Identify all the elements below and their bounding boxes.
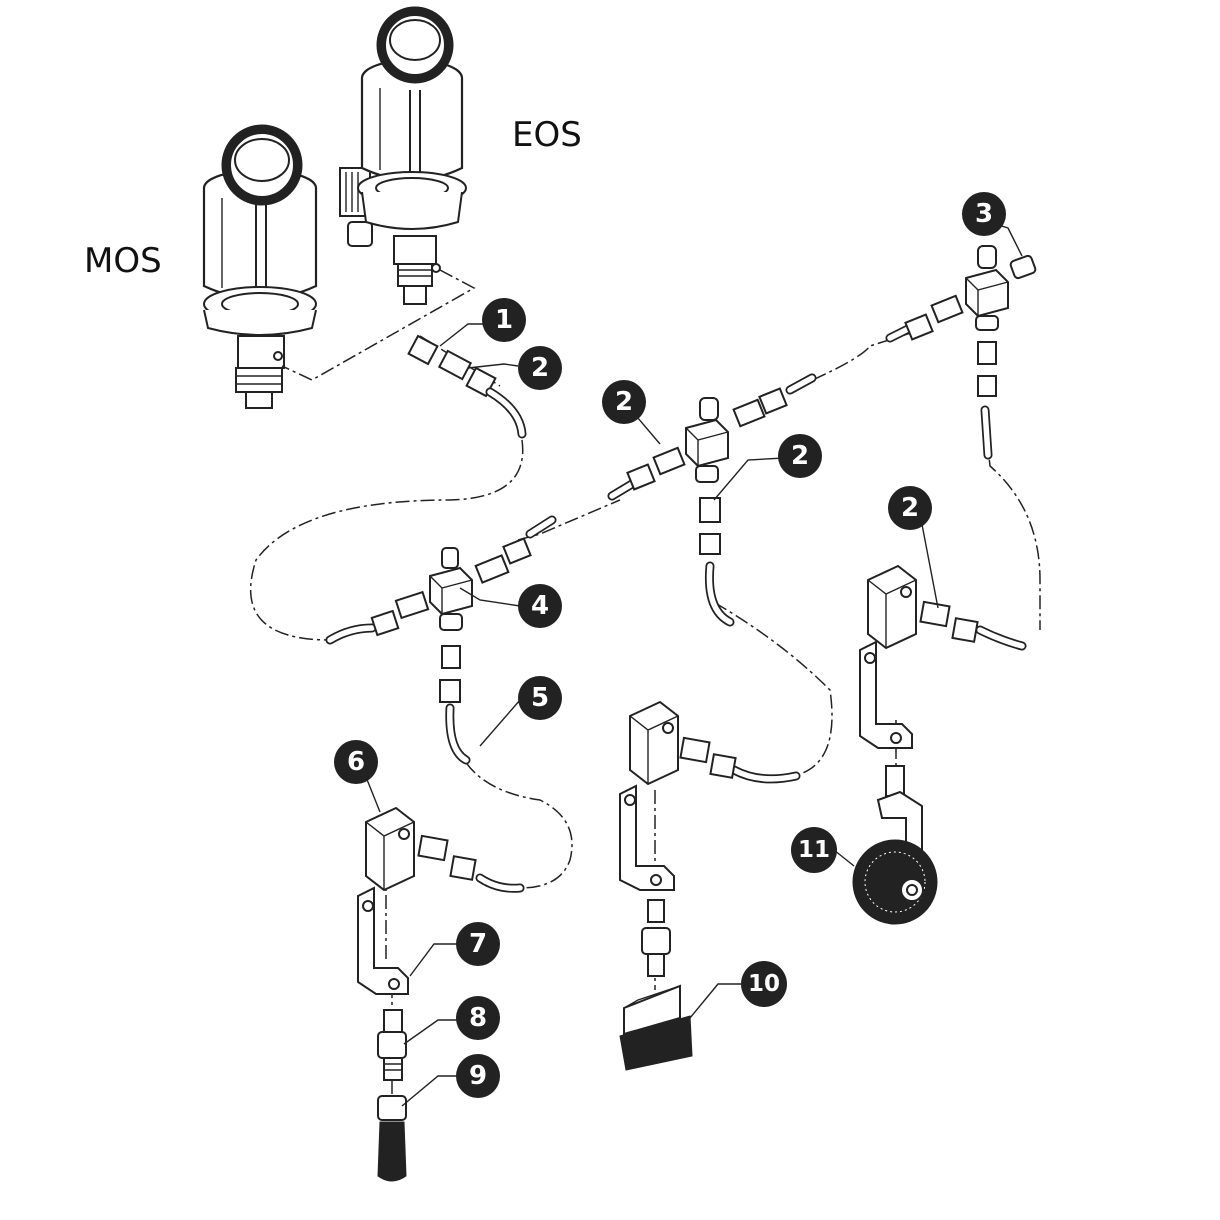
callout-badge-6: 6 <box>334 740 378 784</box>
callout-badge-7: 7 <box>456 922 500 966</box>
svg-text:7: 7 <box>469 929 487 959</box>
svg-text:11: 11 <box>798 837 830 863</box>
distributor-block-4 <box>370 537 532 703</box>
svg-text:2: 2 <box>615 387 633 417</box>
hoses <box>325 323 1027 893</box>
center-brush-assembly <box>619 700 737 1071</box>
svg-text:3: 3 <box>975 199 993 229</box>
wheel-brush-assembly <box>852 564 979 925</box>
distributor-block-center <box>626 387 788 555</box>
svg-text:6: 6 <box>347 747 365 777</box>
svg-text:2: 2 <box>531 353 549 383</box>
callout-badge-5: 5 <box>518 676 562 720</box>
svg-text:8: 8 <box>469 1003 487 1033</box>
svg-text:2: 2 <box>901 493 919 523</box>
svg-text:2: 2 <box>791 441 809 471</box>
svg-text:4: 4 <box>531 591 549 621</box>
callout-badge-2d: 2 <box>888 486 932 530</box>
mos-oiler <box>202 124 318 409</box>
callout-badge-1: 1 <box>482 298 526 342</box>
svg-text:9: 9 <box>469 1061 487 1091</box>
mos-label: MOS <box>84 241 162 281</box>
callout-badge-9: 9 <box>456 1054 500 1098</box>
svg-text:1: 1 <box>495 305 513 335</box>
callout-badge-4: 4 <box>518 584 562 628</box>
eos-oiler <box>339 6 467 305</box>
callout-badge-3: 3 <box>962 192 1006 236</box>
svg-text:5: 5 <box>531 683 549 713</box>
left-brush-assembly <box>357 806 477 1182</box>
callout-badge-2a: 2 <box>518 346 562 390</box>
distributor-block-3 <box>904 245 1037 397</box>
top-fittings <box>407 334 527 439</box>
oiler-link-dashline <box>281 269 476 381</box>
svg-text:10: 10 <box>748 971 780 997</box>
callout-badge-8: 8 <box>456 996 500 1040</box>
callout-badge-10: 10 <box>741 961 787 1007</box>
callout-badge-11: 11 <box>791 827 837 873</box>
callout-badge-2b: 2 <box>602 380 646 424</box>
callout-badge-2c: 2 <box>778 434 822 478</box>
eos-label: EOS <box>512 115 582 155</box>
